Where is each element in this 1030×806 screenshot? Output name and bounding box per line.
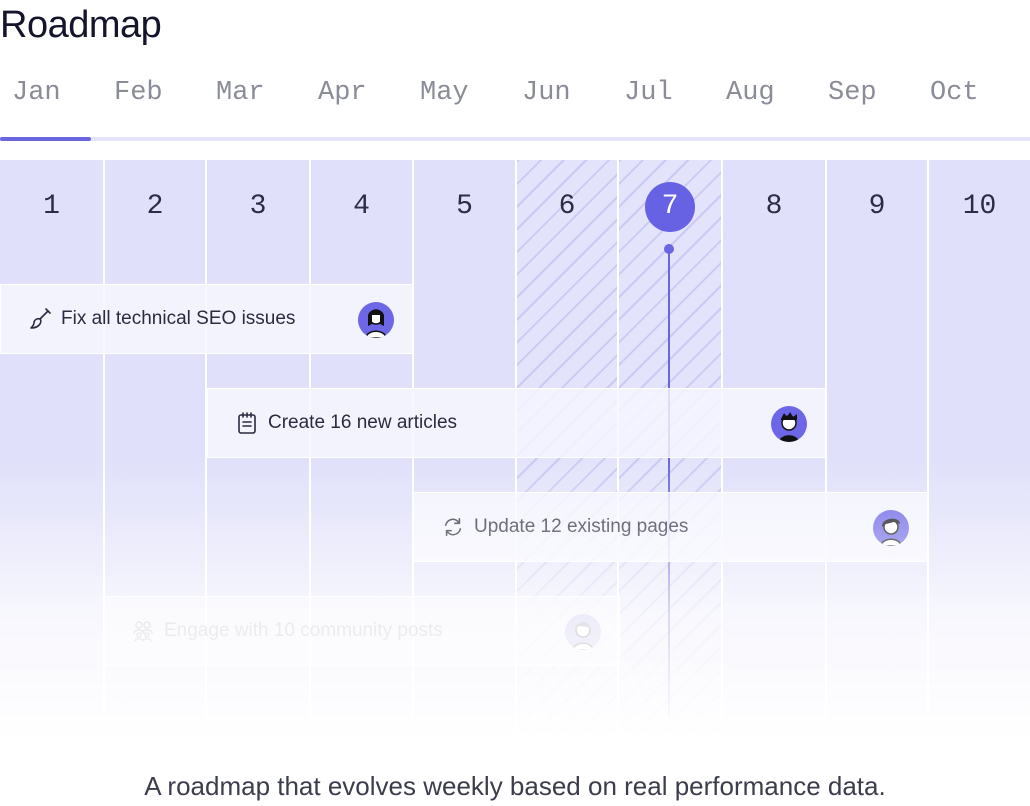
tab-apr[interactable]: Apr bbox=[318, 78, 367, 108]
month-tabs: Jan Feb Mar Apr May Jun Jul Aug Sep Oct bbox=[0, 78, 1030, 118]
assignee-avatar bbox=[771, 406, 807, 442]
task-update-pages[interactable]: Update 12 existing pages bbox=[413, 492, 928, 562]
week-column-1: 1 bbox=[0, 160, 103, 740]
week-number[interactable]: 10 bbox=[962, 191, 997, 222]
week-number[interactable]: 8 bbox=[765, 191, 783, 222]
assignee-avatar bbox=[358, 302, 394, 338]
tab-feb[interactable]: Feb bbox=[114, 78, 163, 108]
task-label: Fix all technical SEO issues bbox=[61, 308, 296, 329]
task-fix-seo[interactable]: Fix all technical SEO issues bbox=[0, 284, 413, 354]
community-icon bbox=[130, 618, 156, 644]
roadmap-board: 1 2 3 4 5 6 7 8 9 10 Fix all technical S… bbox=[0, 160, 1030, 740]
notepad-icon bbox=[234, 410, 260, 436]
week-column-9: 9 bbox=[827, 160, 927, 740]
week-number[interactable]: 3 bbox=[249, 191, 267, 222]
today-marker-line bbox=[668, 248, 670, 718]
current-week-badge[interactable]: 7 bbox=[645, 182, 695, 232]
task-label: Create 16 new articles bbox=[268, 412, 458, 433]
task-label: Update 12 existing pages bbox=[474, 516, 689, 537]
tab-jun[interactable]: Jun bbox=[522, 78, 571, 108]
week-number[interactable]: 9 bbox=[868, 191, 886, 222]
tab-aug[interactable]: Aug bbox=[726, 78, 775, 108]
task-create-articles[interactable]: Create 16 new articles bbox=[207, 388, 826, 458]
task-label: Engage with 10 community posts bbox=[164, 620, 443, 641]
tab-mar[interactable]: Mar bbox=[216, 78, 265, 108]
tab-jan[interactable]: Jan bbox=[12, 78, 61, 108]
refresh-icon bbox=[440, 514, 466, 540]
month-progress-bar bbox=[0, 137, 91, 141]
week-number[interactable]: 4 bbox=[353, 191, 370, 222]
task-engage-community[interactable]: Engage with 10 community posts bbox=[103, 596, 620, 666]
assignee-avatar bbox=[565, 614, 601, 650]
brush-icon bbox=[27, 306, 53, 332]
week-number[interactable]: 6 bbox=[558, 191, 576, 222]
page-title: Roadmap bbox=[0, 4, 162, 46]
tab-jul[interactable]: Jul bbox=[624, 78, 673, 108]
month-progress-track bbox=[0, 137, 1030, 141]
today-marker-dot bbox=[664, 244, 674, 254]
tab-oct[interactable]: Oct bbox=[930, 78, 979, 108]
roadmap-caption: A roadmap that evolves weekly based on r… bbox=[144, 771, 886, 801]
week-number[interactable]: 5 bbox=[456, 191, 473, 222]
tab-sep[interactable]: Sep bbox=[828, 78, 877, 108]
assignee-avatar bbox=[873, 510, 909, 546]
week-number[interactable]: 2 bbox=[146, 191, 164, 222]
tab-may[interactable]: May bbox=[420, 78, 469, 108]
week-number[interactable]: 1 bbox=[43, 191, 60, 222]
week-column-10: 10 bbox=[929, 160, 1030, 740]
